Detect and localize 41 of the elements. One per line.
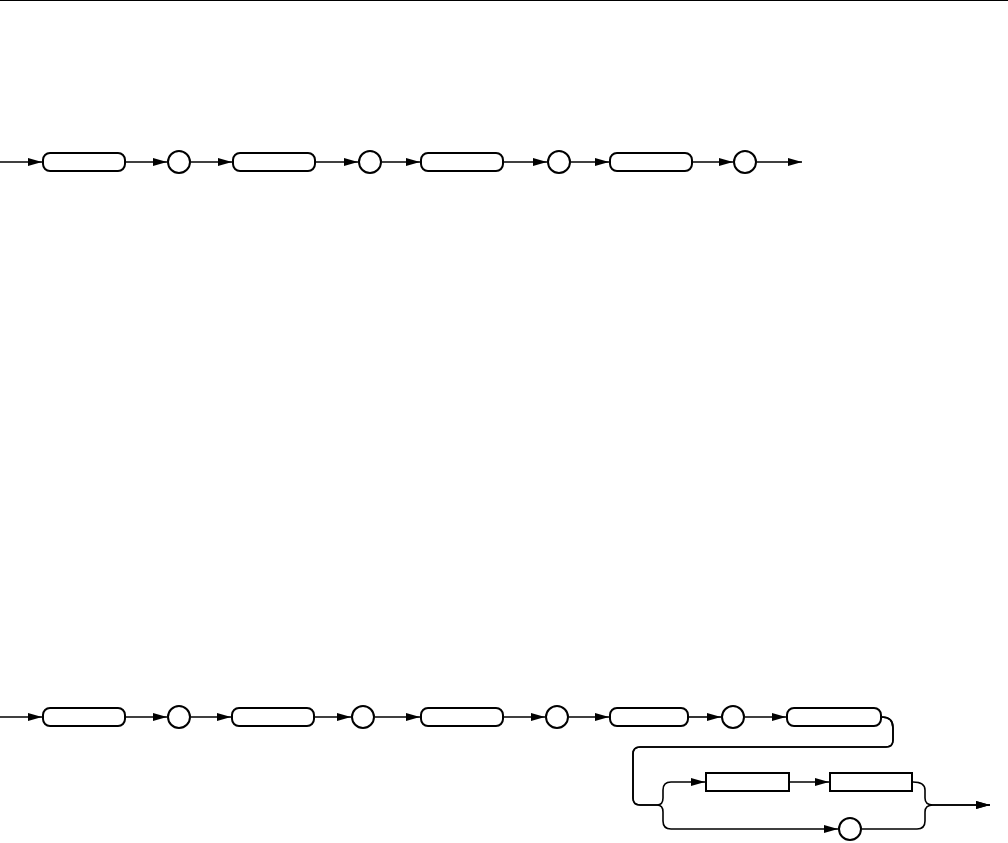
arrow	[0, 713, 43, 721]
arrow	[315, 158, 359, 166]
arrow	[0, 158, 43, 166]
arrow	[688, 713, 722, 721]
arrow	[744, 713, 787, 721]
arrow	[570, 158, 610, 166]
terminal-pill	[231, 707, 315, 727]
separator-circle	[545, 705, 569, 729]
terminal-pill	[42, 707, 126, 727]
separator-circle	[733, 150, 757, 174]
arrow	[190, 158, 233, 166]
nonterminal-box	[705, 772, 790, 792]
arrow	[190, 713, 232, 721]
arrow	[125, 713, 168, 721]
terminal-pill	[420, 152, 504, 172]
arrow	[568, 713, 610, 721]
separator-circle	[167, 150, 191, 174]
nonterminal-box	[829, 772, 913, 792]
arrow	[503, 713, 546, 721]
terminal-pill	[609, 152, 693, 172]
arrow	[374, 713, 421, 721]
arrow	[314, 713, 352, 721]
separator-circle	[838, 817, 862, 841]
separator-circle	[167, 705, 191, 729]
arrow	[789, 778, 830, 786]
arrow	[381, 158, 421, 166]
arrow	[861, 801, 991, 830]
separator-circle	[721, 705, 745, 729]
arrow	[632, 716, 894, 833]
separator-circle	[547, 150, 571, 174]
arrow	[692, 158, 734, 166]
terminal-pill	[786, 707, 882, 727]
terminal-pill	[609, 707, 689, 727]
arrow	[125, 158, 168, 166]
separator-circle	[351, 705, 375, 729]
arrow	[756, 158, 803, 166]
terminal-pill	[42, 152, 126, 172]
terminal-pill	[232, 152, 316, 172]
separator-circle	[358, 150, 382, 174]
arrow	[503, 158, 548, 166]
terminal-pill	[420, 707, 504, 727]
